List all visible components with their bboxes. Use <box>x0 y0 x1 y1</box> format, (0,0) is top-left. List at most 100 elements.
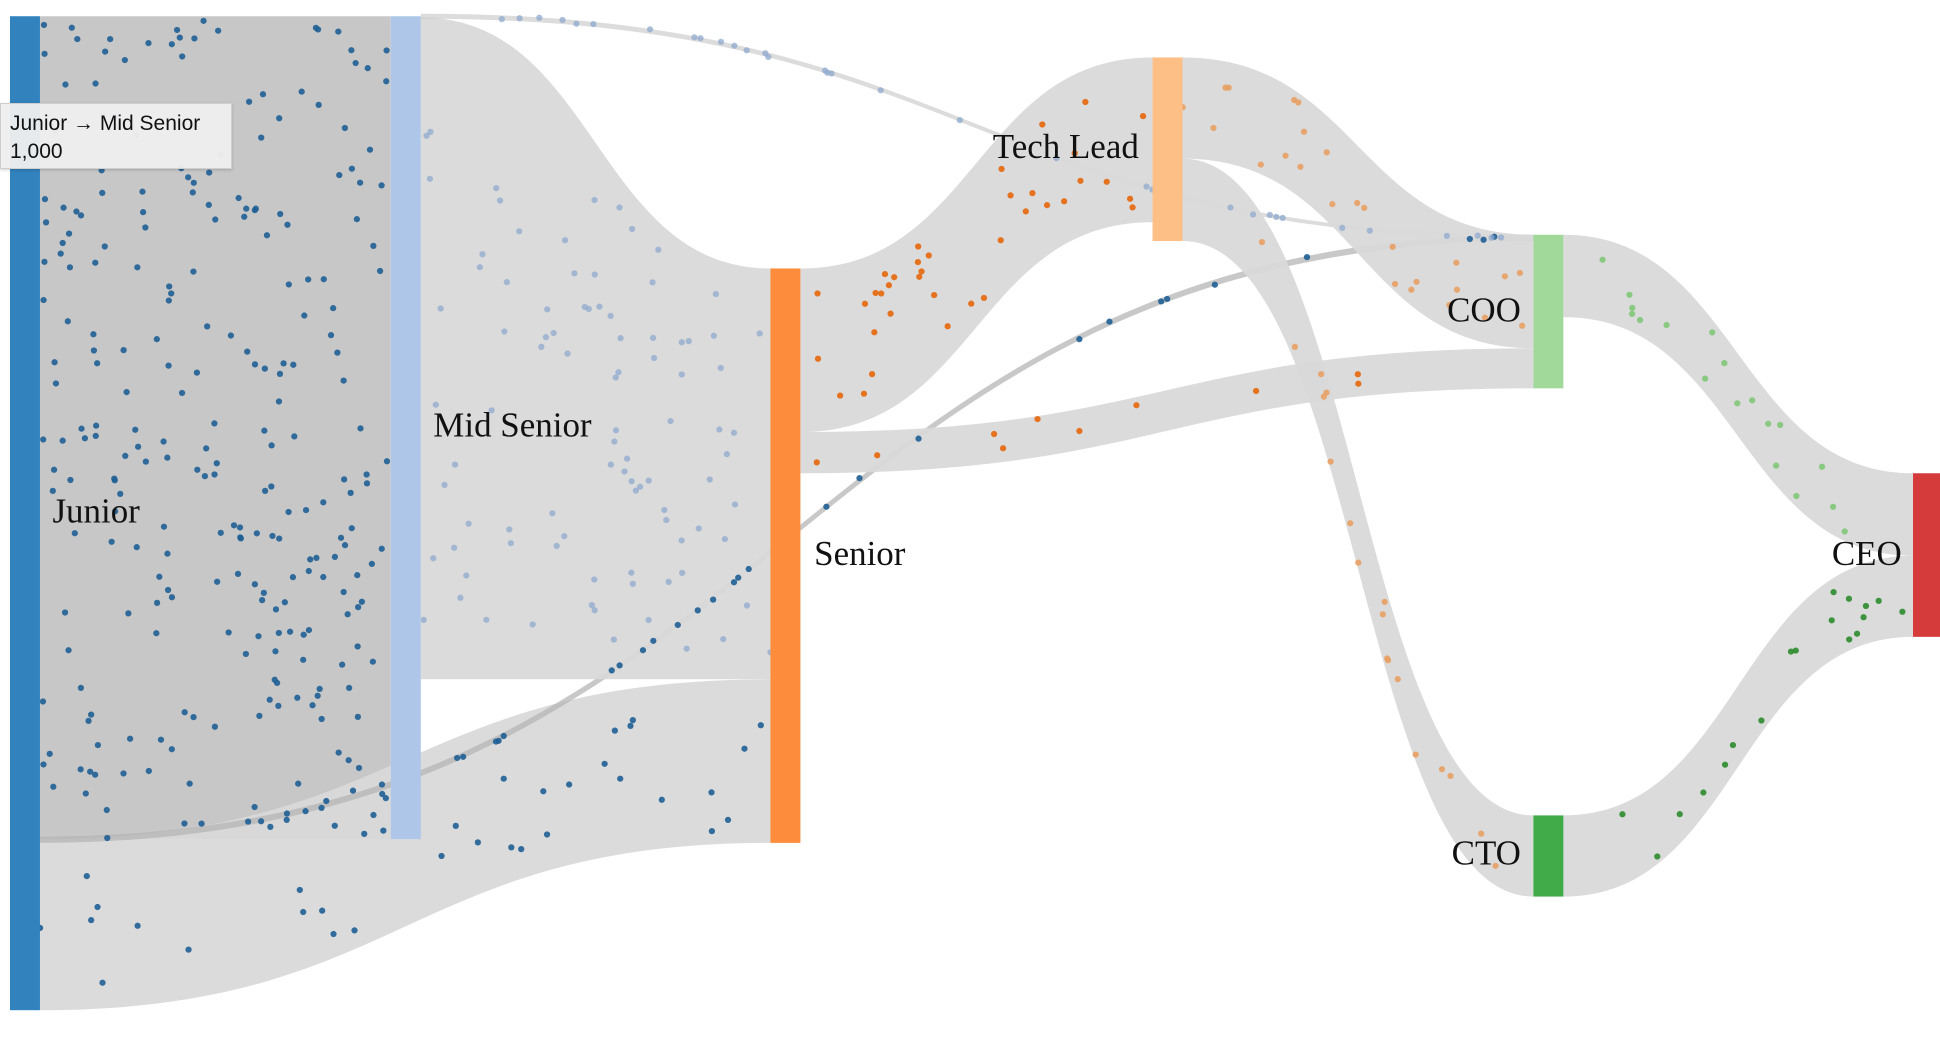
flow-particle <box>179 53 186 60</box>
flow-particle <box>215 27 222 34</box>
node-cto[interactable] <box>1533 815 1564 897</box>
flow-particle <box>85 717 92 724</box>
flow-particle <box>281 599 288 606</box>
flow-particle <box>49 487 56 494</box>
flow-particle <box>301 312 308 319</box>
flow-particle <box>667 417 674 425</box>
flow-particle <box>885 282 893 289</box>
node-coo[interactable] <box>1533 234 1564 389</box>
node-label-coo: COO <box>1447 290 1521 329</box>
flow-particle <box>267 823 274 831</box>
flow-particle <box>476 264 483 271</box>
flow-particle <box>361 830 368 838</box>
link-mid-coo[interactable] <box>420 13 1534 239</box>
flow-particle <box>348 165 356 172</box>
flow-particle <box>198 820 205 827</box>
flow-particle <box>244 348 251 355</box>
flow-particle <box>65 230 73 237</box>
link-mid-senior[interactable] <box>420 17 771 680</box>
flow-particle <box>649 334 657 342</box>
flow-particle <box>731 501 739 508</box>
link-senior-coo[interactable] <box>800 348 1534 474</box>
flow-particle <box>914 258 922 266</box>
flow-particle <box>165 362 172 369</box>
flow-particle <box>1413 278 1420 285</box>
flow-particle <box>68 24 75 31</box>
flow-particle <box>536 14 543 21</box>
flow-particle <box>1828 617 1835 624</box>
flow-particle <box>1007 192 1014 199</box>
flow-particle <box>261 427 268 434</box>
flow-particle <box>251 581 258 588</box>
flow-particle <box>639 647 647 654</box>
flow-particle <box>663 516 670 524</box>
flow-particle <box>346 684 353 692</box>
flow-particle <box>217 529 224 536</box>
flow-particle <box>708 789 715 796</box>
flow-particle <box>268 483 275 490</box>
flow-particle <box>1447 772 1454 780</box>
flow-particle <box>968 300 975 307</box>
flow-particle <box>1519 322 1526 329</box>
flow-particle <box>354 713 361 721</box>
flow-particle <box>1061 198 1068 205</box>
link-senior-tech[interactable] <box>800 57 1153 433</box>
node-label-mid: Mid Senior <box>433 405 592 444</box>
node-label-ceo: CEO <box>1832 534 1902 573</box>
flow-particle <box>608 667 615 674</box>
flow-particle <box>427 128 434 135</box>
flow-particle <box>1361 204 1368 212</box>
flow-particle <box>610 636 617 643</box>
flow-particle <box>107 35 114 43</box>
flow-particle <box>139 209 147 216</box>
link-tech-cto[interactable] <box>1182 158 1534 897</box>
flow-particle <box>1474 232 1481 239</box>
flow-particle <box>438 852 445 860</box>
flow-particle <box>46 750 53 757</box>
flow-particle <box>997 237 1004 244</box>
link-junior-senior[interactable] <box>39 679 771 1011</box>
link-cto-ceo[interactable] <box>1563 555 1914 897</box>
flow-particle <box>629 580 636 588</box>
node-junior[interactable] <box>9 16 40 1011</box>
flow-particle <box>550 329 557 337</box>
flow-particle <box>1291 343 1299 351</box>
flow-particle <box>683 645 690 652</box>
flow-particle <box>323 797 330 805</box>
flow-particle <box>194 466 201 473</box>
flow-particle <box>145 767 152 775</box>
flow-particle <box>378 182 385 189</box>
flow-particle <box>457 594 464 601</box>
flow-particle <box>315 101 322 109</box>
flow-particle <box>420 616 427 623</box>
flow-particle <box>1818 463 1826 470</box>
flow-particle <box>616 662 623 669</box>
flow-particle <box>77 684 85 692</box>
flow-particle <box>916 273 923 280</box>
flow-particle <box>92 771 99 778</box>
flow-particle <box>1354 371 1361 378</box>
flow-particle <box>1071 149 1078 157</box>
flow-particle <box>1158 298 1165 305</box>
flow-particle <box>1384 655 1391 662</box>
flow-particle <box>1734 400 1741 407</box>
flow-particle <box>363 471 370 478</box>
link-coo-ceo[interactable] <box>1563 234 1914 556</box>
flow-particle <box>1721 761 1729 768</box>
node-tech[interactable] <box>1152 57 1183 241</box>
flow-particle <box>1701 375 1709 382</box>
flow-particle <box>998 165 1005 173</box>
flow-particle <box>206 169 213 176</box>
flow-particle <box>454 754 461 762</box>
flow-particle <box>211 471 218 478</box>
flow-particle <box>571 270 578 277</box>
flow-particle <box>615 369 622 376</box>
flow-particle <box>201 473 209 480</box>
node-mid[interactable] <box>390 16 421 840</box>
flow-particle <box>616 204 623 211</box>
node-ceo[interactable] <box>1913 473 1940 637</box>
flow-particle <box>1777 421 1784 429</box>
flow-particle <box>553 542 560 550</box>
node-senior[interactable] <box>770 268 801 843</box>
flow-particle <box>483 616 490 623</box>
